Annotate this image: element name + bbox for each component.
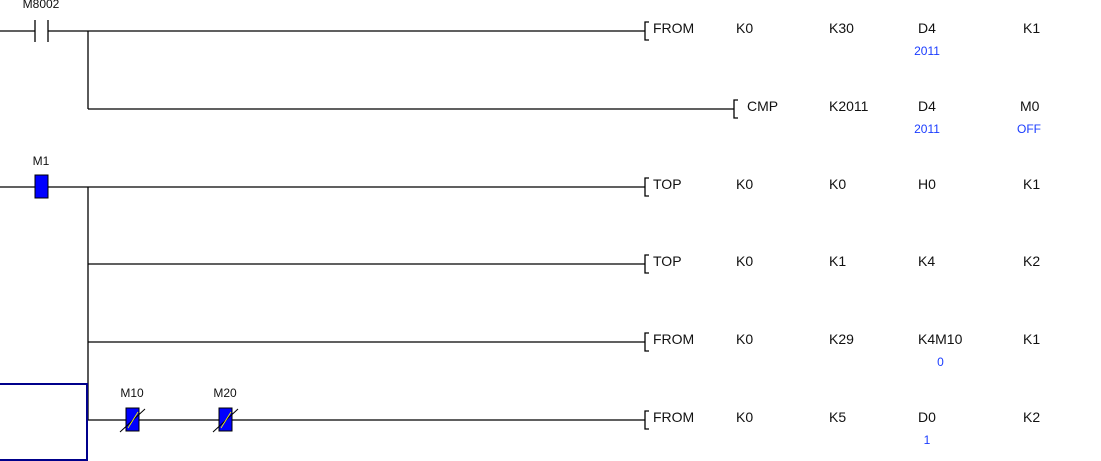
instruction-operand: K4M10 [918, 331, 963, 347]
instruction-operand: M0 [1020, 98, 1040, 114]
instruction-operand: K29 [829, 331, 854, 347]
selection-cursor [0, 383, 88, 461]
instruction-op: CMP [747, 98, 779, 114]
instruction-operand: K0 [736, 253, 754, 269]
instruction-operand: K0 [829, 176, 847, 192]
instruction-operand: K5 [829, 409, 847, 425]
instruction-operand: K0 [736, 409, 754, 425]
operand-value: 1 [923, 433, 931, 447]
instruction-operand: K0 [736, 331, 754, 347]
contact-label: M10 [120, 386, 144, 400]
operand-value: 2011 [914, 122, 940, 136]
instruction-operand: K2 [1023, 409, 1041, 425]
instruction-op: FROM [653, 409, 695, 425]
contact-label: M8002 [22, 0, 60, 11]
operand-value: 0 [937, 355, 944, 369]
instruction-operand: K1 [829, 253, 847, 269]
instruction-operand: K1 [1023, 176, 1041, 192]
instruction-op: FROM [653, 20, 695, 36]
instruction-operand: K0 [736, 20, 754, 36]
instruction-operand: K1 [1023, 331, 1041, 347]
instruction-op: TOP [653, 176, 682, 192]
contact-m1[interactable] [34, 174, 49, 199]
contact-m10[interactable] [119, 407, 146, 433]
instruction-op: TOP [653, 253, 682, 269]
instruction-operand: D0 [918, 409, 936, 425]
instruction-op: FROM [653, 331, 695, 347]
contact-label: M20 [213, 386, 237, 400]
instruction-operand: K2011 [829, 98, 869, 114]
contact-m20[interactable] [212, 407, 239, 433]
instruction-operand: D4 [918, 98, 936, 114]
instruction-operand: H0 [918, 176, 936, 192]
instruction-operand: K30 [829, 20, 854, 36]
operand-value: 2011 [914, 44, 940, 58]
contact-label: M1 [32, 154, 50, 168]
operand-value: OFF [1017, 122, 1041, 136]
instruction-operand: K0 [736, 176, 754, 192]
instruction-operand: D4 [918, 20, 936, 36]
instruction-operand: K1 [1023, 20, 1041, 36]
instruction-operand: K4 [918, 253, 936, 269]
instruction-operand: K2 [1023, 253, 1041, 269]
